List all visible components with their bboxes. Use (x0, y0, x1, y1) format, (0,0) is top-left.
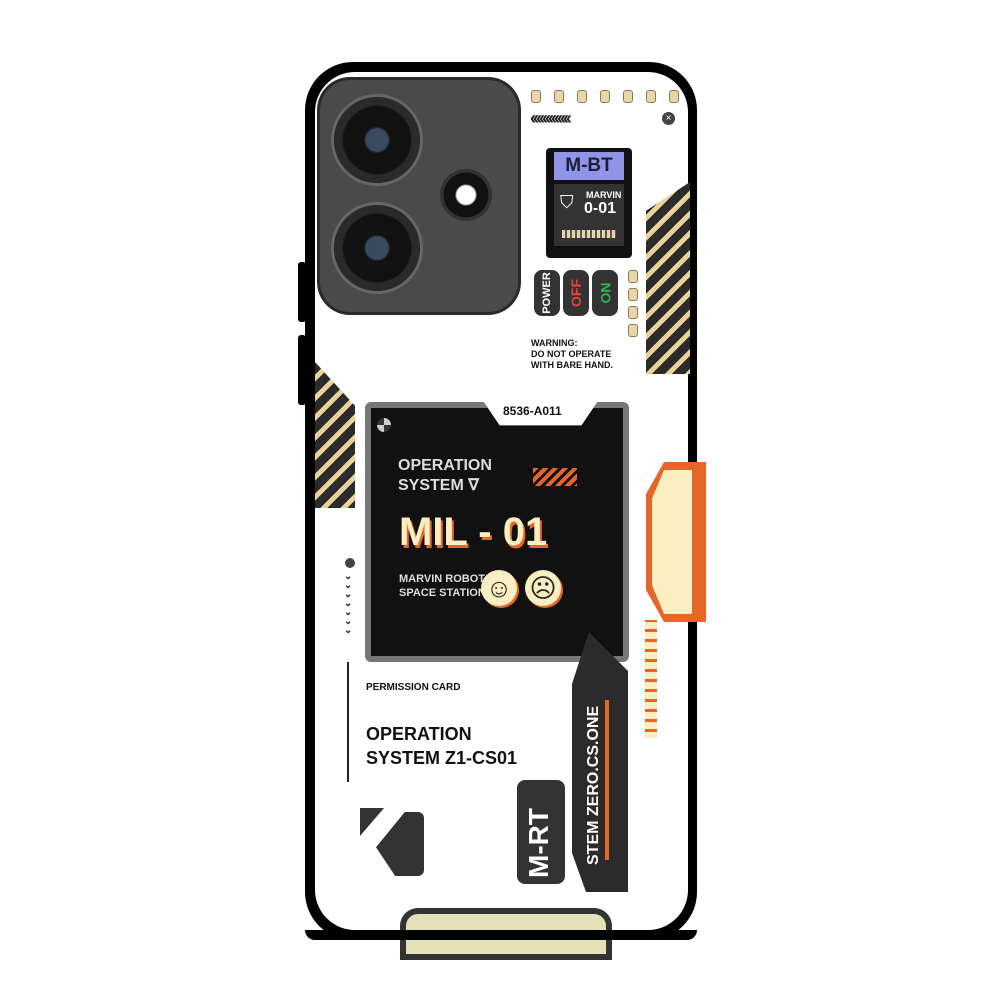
lightning-shield-icon: ⛉ (560, 192, 574, 212)
sad-face-icon: ☹ (525, 570, 561, 606)
case-bottom-edge (305, 930, 697, 940)
warning-line: WARNING: (531, 338, 578, 348)
module-label: M-BT (554, 152, 624, 180)
off-button: OFF (563, 270, 589, 316)
indicator-dots (628, 270, 638, 337)
side-button (298, 335, 306, 405)
hazard-stripes (533, 468, 577, 486)
warning-line: DO NOT OPERATE (531, 349, 612, 359)
module-name: MARVIN (586, 190, 622, 200)
power-button: POWER (534, 270, 560, 316)
octagon-panel-inner (652, 470, 692, 614)
happy-face-icon: ☺ (481, 570, 517, 606)
serial-number: 8536-A011 (503, 404, 562, 418)
os-title-line2: SYSTEM ∇ (398, 477, 479, 494)
indicator-dots (645, 620, 657, 738)
circuit-line (347, 662, 349, 782)
power-switches: POWER OFF ON (534, 270, 618, 316)
system-bar (572, 632, 628, 892)
camera-lens-icon (334, 205, 420, 291)
camera-lens-icon (334, 97, 420, 183)
brand-block (517, 780, 565, 884)
radiation-icon (377, 418, 391, 432)
system-text: STEM ZERO.CS.ONE (585, 705, 602, 865)
os-title-line1: OPERATION (398, 457, 492, 474)
warning-line: WITH BARE HAND. (531, 360, 613, 370)
model-name: MIL - 01 (399, 510, 548, 554)
hazard-stripes (646, 182, 690, 374)
accent-line (605, 700, 609, 860)
close-icon (345, 558, 355, 568)
main-screen: OPERATION SYSTEM ∇ MIL - 01 MARVIN ROBOT… (365, 402, 629, 662)
os-title: OPERATION SYSTEM ∇ (398, 456, 492, 496)
permission-title-line2: SYSTEM Z1-CS01 (366, 748, 518, 768)
module-code: 0-01 (584, 200, 617, 217)
side-button (298, 262, 306, 322)
permission-label: PERMISSION CARD (366, 682, 461, 693)
module-card: M-BT ⛉ MARVIN 0-01 (546, 148, 632, 258)
brand-text: M-RT (523, 808, 554, 878)
indicator-dots (531, 90, 679, 103)
close-icon: × (662, 112, 675, 125)
chevron-left-icon: ‹‹‹‹‹‹‹‹‹‹‹‹‹ (530, 108, 572, 128)
warning-text: WARNING: DO NOT OPERATE WITH BARE HAND. (531, 338, 613, 371)
station-text: MARVIN ROBOT SPACE STATION (399, 572, 486, 600)
camera-lens-icon (440, 169, 492, 221)
chevron-down-icon: ⌄⌄⌄⌄⌄⌄⌄ (344, 571, 353, 636)
station-line1: MARVIN ROBOT (399, 573, 485, 585)
permission-title-line1: OPERATION (366, 724, 472, 744)
station-line2: SPACE STATION (399, 587, 486, 599)
on-button: ON (592, 270, 618, 316)
permission-title: OPERATION SYSTEM Z1-CS01 (366, 722, 517, 770)
